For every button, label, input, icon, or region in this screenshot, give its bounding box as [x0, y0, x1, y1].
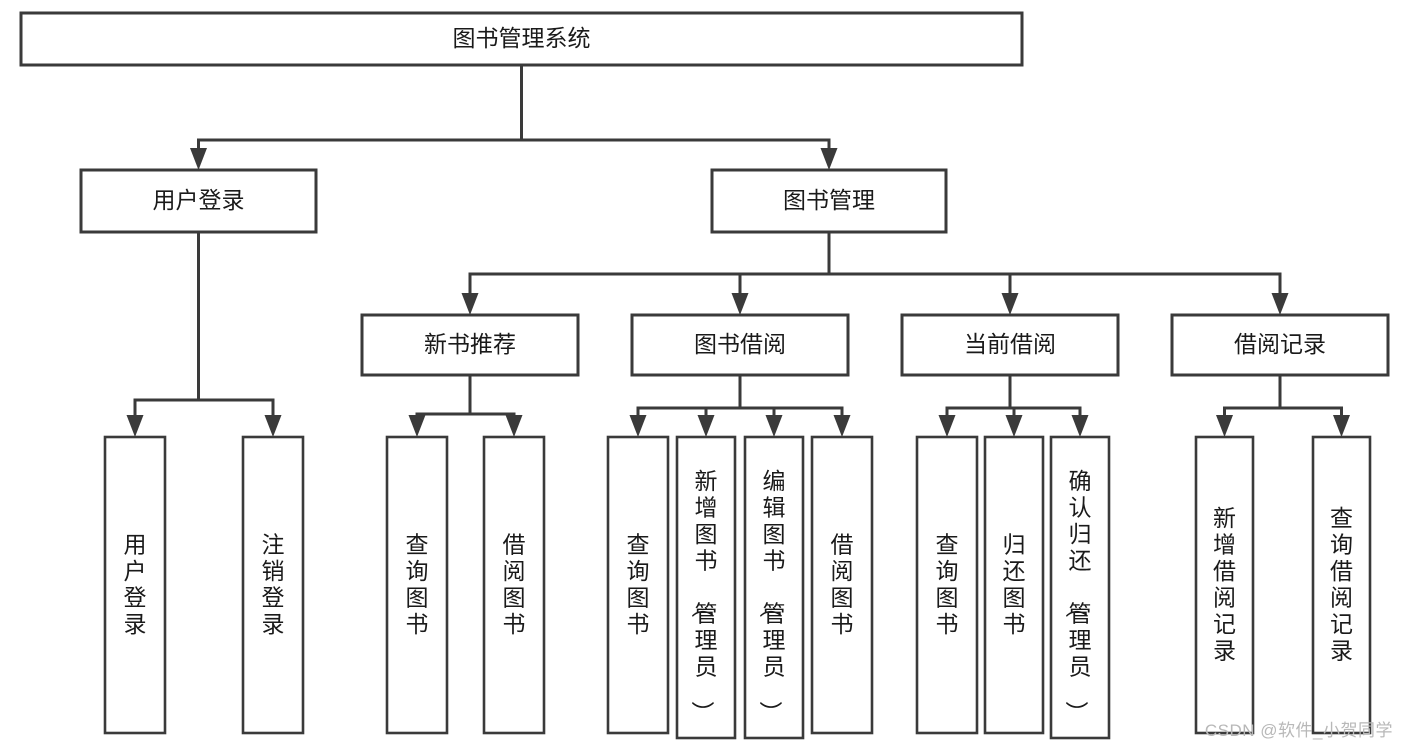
arrow-head-icon — [1271, 293, 1289, 315]
arrow-head-icon — [765, 415, 783, 437]
node-box — [1170, 313, 1390, 377]
arrow-head-icon — [1005, 415, 1023, 437]
arrow-head-icon — [1001, 293, 1019, 315]
arrow-head-icon — [505, 415, 523, 437]
node-leaf-br-add[interactable]: 新增借阅记录 — [1194, 435, 1255, 735]
csdn-watermark: CSDN @软件_小贺同学 — [1204, 721, 1393, 740]
node-leaf-bb-query[interactable]: 查询图书 — [606, 435, 670, 735]
node-box — [675, 435, 737, 740]
node-label: 确认归还（管理员） — [1064, 468, 1092, 724]
node-box — [1194, 435, 1255, 735]
node-label: 查询图书 — [936, 532, 959, 638]
node-label: 用户登录 — [124, 532, 147, 638]
node-box — [900, 313, 1120, 377]
node-leaf-bb-edit[interactable]: 编辑图书（管理员） — [743, 435, 805, 740]
arrow-head-icon — [731, 293, 749, 315]
node-leaf-bb-add[interactable]: 新增图书（管理员） — [675, 435, 737, 740]
node-label: 图书借阅 — [694, 331, 786, 357]
node-label: 借阅图书 — [503, 532, 526, 638]
node-leaf-bb-borrow[interactable]: 借阅图书 — [810, 435, 874, 735]
node-book-manage[interactable]: 图书管理 — [710, 168, 948, 234]
node-box — [103, 435, 167, 735]
node-user-login[interactable]: 用户登录 — [79, 168, 318, 234]
node-new-book-rec[interactable]: 新书推荐 — [360, 313, 580, 377]
arrow-head-icon — [938, 415, 956, 437]
arrow-head-icon — [820, 148, 838, 170]
node-box — [630, 313, 850, 377]
arrow-head-icon — [461, 293, 479, 315]
node-label: 新增图书（管理员） — [690, 468, 718, 724]
node-box — [810, 435, 874, 735]
node-label: 图书管理 — [783, 187, 875, 213]
arrow-head-icon — [264, 415, 282, 437]
node-current-borrow[interactable]: 当前借阅 — [900, 313, 1120, 377]
node-label: 借阅记录 — [1234, 331, 1326, 357]
node-leaf-br-query[interactable]: 查询借阅记录 — [1311, 435, 1372, 735]
node-box — [482, 435, 546, 735]
node-leaf-rec-query[interactable]: 查询图书 — [385, 435, 449, 735]
node-leaf-cb-query[interactable]: 查询图书 — [915, 435, 979, 735]
node-label: 当前借阅 — [964, 331, 1056, 357]
node-label: 归还图书 — [1003, 532, 1026, 638]
arrow-head-icon — [697, 415, 715, 437]
arrow-head-icon — [1333, 415, 1350, 437]
node-box — [19, 11, 1024, 67]
node-box — [983, 435, 1045, 735]
arrow-head-icon — [190, 148, 207, 170]
node-box — [1311, 435, 1372, 735]
node-label: 图书管理系统 — [453, 25, 591, 51]
node-book-borrow[interactable]: 图书借阅 — [630, 313, 850, 377]
arrow-head-icon — [1216, 415, 1233, 437]
node-leaf-cb-confirm[interactable]: 确认归还（管理员） — [1049, 435, 1111, 740]
node-label: 查询图书 — [406, 532, 429, 638]
node-box — [743, 435, 805, 740]
node-box — [710, 168, 948, 234]
arrow-head-icon — [1071, 415, 1089, 437]
arrow-head-icon — [126, 415, 144, 437]
arrow-head-icon — [833, 415, 851, 437]
node-layer: 图书管理系统用户登录图书管理新书推荐图书借阅当前借阅借阅记录用户登录注销登录查询… — [19, 11, 1390, 740]
node-leaf-user-login[interactable]: 用户登录 — [103, 435, 167, 735]
node-box — [241, 435, 305, 735]
node-label: 查询图书 — [627, 532, 650, 638]
node-box — [79, 168, 318, 234]
node-label: 编辑图书（管理员） — [758, 468, 786, 724]
node-box — [385, 435, 449, 735]
arrow-head-icon — [408, 415, 426, 437]
node-leaf-rec-borrow[interactable]: 借阅图书 — [482, 435, 546, 735]
arrow-head-icon — [629, 415, 647, 437]
node-borrow-record[interactable]: 借阅记录 — [1170, 313, 1390, 377]
node-label: 新增借阅记录 — [1213, 505, 1236, 664]
node-label: 查询借阅记录 — [1330, 505, 1353, 664]
node-label: 借阅图书 — [831, 532, 854, 638]
node-box — [360, 313, 580, 377]
node-label: 注销登录 — [262, 532, 285, 638]
node-box — [1049, 435, 1111, 740]
node-leaf-user-logout[interactable]: 注销登录 — [241, 435, 305, 735]
node-label: 用户登录 — [153, 187, 245, 213]
node-leaf-cb-return[interactable]: 归还图书 — [983, 435, 1045, 735]
node-root[interactable]: 图书管理系统 — [19, 11, 1024, 67]
node-label: 新书推荐 — [424, 331, 516, 357]
node-box — [915, 435, 979, 735]
edge-layer — [126, 63, 1350, 437]
node-box — [606, 435, 670, 735]
